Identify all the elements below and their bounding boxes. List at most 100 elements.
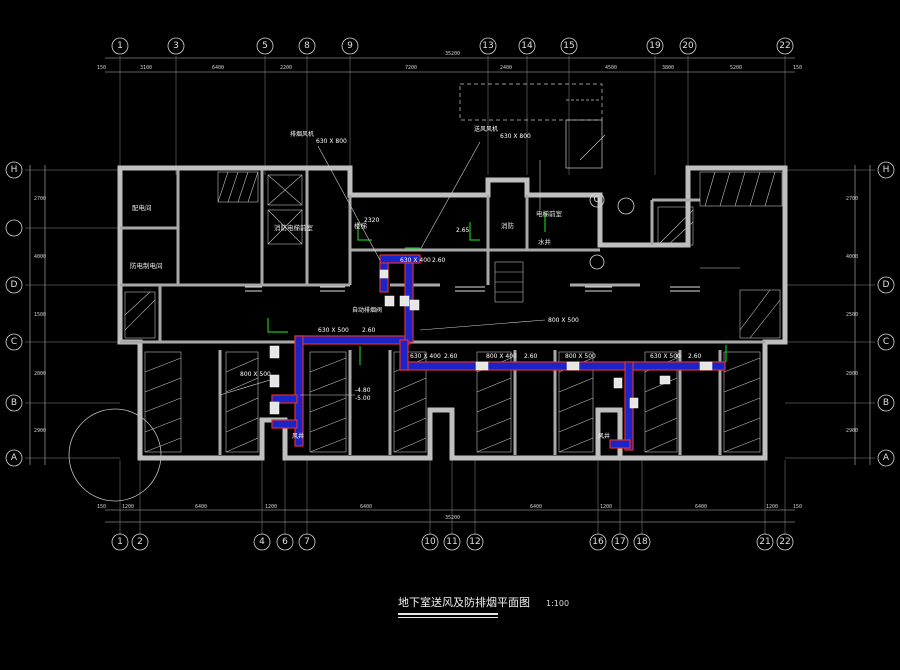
grid-bubbles-side [5, 161, 895, 467]
duct-size-label: 800 X 500 [240, 371, 271, 378]
duct-height-label: 2.60 [432, 257, 446, 264]
dim-edge: 150 [793, 504, 802, 510]
annotations: 排烟风机 送风风机 自动排烟阀 风井 风井 -5.00 2320 2.65 -4… [290, 125, 610, 440]
room-label: 电梯前室 [536, 209, 563, 218]
dim-span-right: 2900 [846, 428, 858, 434]
grid-labels-bottom: 1 2 4 6 7 10 11 12 16 17 18 21 22 [117, 537, 791, 547]
duct-height-label: 2.60 [688, 353, 702, 360]
axis-label: 19 [649, 41, 661, 51]
dim-span-right: 2000 [846, 371, 858, 377]
dim-edge: 150 [793, 65, 802, 71]
overall-dimension-bottom: 35200 [445, 515, 460, 521]
axis-label: 2 [137, 537, 143, 547]
dim-span-right: 4000 [846, 254, 858, 260]
drawing-title: 地下室送风及防排烟平面图 [398, 596, 530, 609]
duct-size-label: 630 X 800 [500, 133, 531, 140]
valve-annotation: 自动排烟阀 [352, 306, 382, 314]
dim-edge: 150 [97, 504, 106, 510]
dim-span: 4500 [605, 65, 617, 71]
axis-label: 22 [779, 41, 790, 51]
duct-size-label: 800 X 500 [548, 317, 579, 324]
duct-size-label: 630 X 400 [400, 257, 431, 264]
axis-label: 1 [117, 41, 123, 51]
axis-label: 7 [304, 537, 310, 547]
fan-annotation: 排烟风机 [290, 130, 314, 138]
dim-span: 1200 [265, 504, 277, 510]
dim-span: 1200 [766, 504, 778, 510]
title-underline-thin [398, 617, 498, 618]
dim-span: 2200 [280, 65, 292, 71]
leader-lines [219, 134, 740, 396]
dim-span: 1200 [122, 504, 134, 510]
drawing-scale: 1:100 [546, 599, 570, 608]
grid-bubbles-top [111, 37, 794, 55]
room-labels: 配电间 防电制电间 消防电梯前室 楼梯 消防 水井 电梯前室 [130, 203, 563, 270]
axis-label: 14 [521, 41, 533, 51]
dim-span: 6400 [530, 504, 542, 510]
axis-label: 5 [262, 41, 268, 51]
shaft-annotation: 风井 [292, 432, 304, 440]
axis-label: H [883, 165, 890, 175]
dim-span: 1200 [600, 504, 612, 510]
axis-label: D [11, 280, 18, 290]
level-annotation: 2320 [364, 217, 379, 224]
axis-label: 4 [259, 537, 265, 547]
axis-label: 13 [482, 41, 493, 51]
dim-span-left: 2700 [34, 196, 46, 202]
axis-label: A [11, 453, 18, 463]
duct-size-label: 800 X 400 [486, 353, 517, 360]
shaft-annotation: 风井 [598, 432, 610, 440]
axis-label: 12 [469, 537, 480, 547]
dim-span-right: 2500 [846, 312, 858, 318]
duct-size-label: 630 X 500 [318, 327, 349, 334]
axis-label: G [594, 195, 601, 205]
dim-span: 6400 [195, 504, 207, 510]
ramp-circle [68, 408, 162, 502]
axis-label: 22 [779, 537, 790, 547]
axis-label: 15 [563, 41, 574, 51]
dim-span: 6400 [695, 504, 707, 510]
duct-size-label: 630 X 800 [316, 138, 347, 145]
axis-label: A [883, 453, 890, 463]
grid-bubbles-bottom [111, 533, 794, 551]
axis-label: 1 [117, 537, 123, 547]
room-label: 楼梯 [354, 221, 368, 230]
room-label: 水井 [538, 237, 552, 246]
grid-labels-side: H D C B A H D C B A G [11, 165, 890, 463]
wall-openings [245, 286, 700, 292]
dim-span-left: 2000 [34, 371, 46, 377]
green-markers [267, 212, 727, 365]
dim-span-left: 4000 [34, 254, 46, 260]
axis-label: C [883, 337, 889, 347]
vertical-grid-lines [119, 56, 786, 535]
axis-label: 11 [446, 537, 457, 547]
axis-label: 17 [614, 537, 625, 547]
axis-label: 3 [173, 41, 179, 51]
overall-dimension-top: 35200 [445, 51, 460, 57]
horizontal-grid-lines [25, 169, 875, 459]
axis-label: B [11, 398, 17, 408]
dim-edge: 150 [97, 65, 106, 71]
dimension-texts: 35200 35200 3100 6400 2200 7200 2400 450… [34, 51, 858, 521]
diffusers [269, 269, 713, 415]
level-annotation: 2.65 [456, 227, 470, 234]
hatch-regions [124, 171, 783, 339]
building-walls [117, 165, 788, 461]
duct-size-label: 630 X 400 [410, 353, 441, 360]
top-dimension-lines [29, 57, 871, 523]
room-label: 防电制电间 [130, 261, 163, 270]
title-underline [398, 613, 498, 615]
dim-span-left: 2900 [34, 428, 46, 434]
duct-labels: 630 X 800 630 X 800 630 X 400 630 X 500 … [240, 133, 702, 378]
level-annotation: -4.80 [355, 387, 371, 394]
dim-span: 3100 [140, 65, 152, 71]
duct-size-label: 800 X 500 [565, 353, 596, 360]
dim-span: 6400 [360, 504, 372, 510]
axis-label: 16 [592, 537, 604, 547]
axis-label: 21 [759, 537, 770, 547]
axis-label: C [11, 337, 17, 347]
axis-label: 6 [282, 537, 288, 547]
dim-span: 6400 [212, 65, 224, 71]
dim-span: 7200 [405, 65, 417, 71]
